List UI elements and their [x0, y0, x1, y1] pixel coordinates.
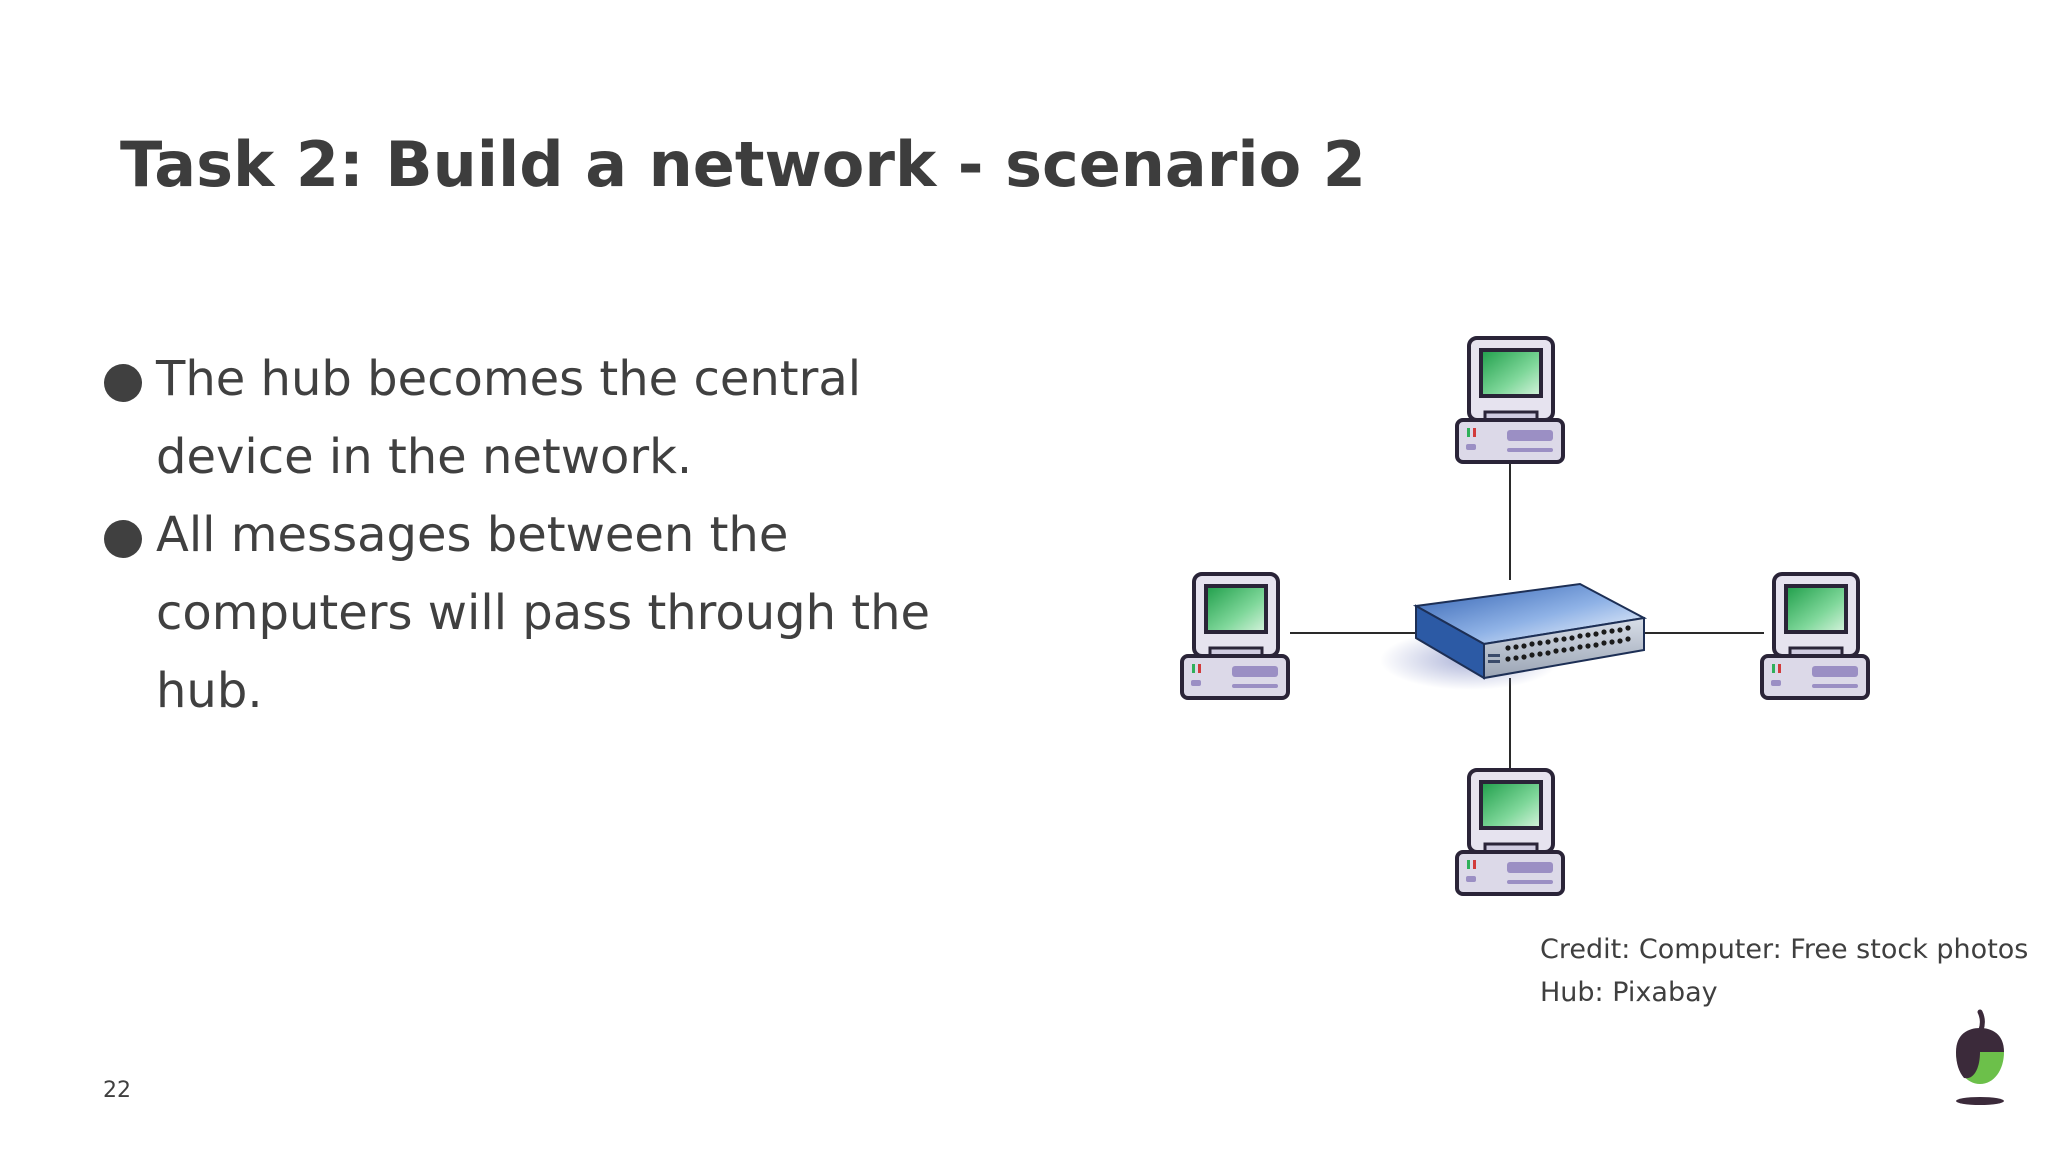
computer-icon-bottom — [1455, 768, 1565, 896]
network-diagram — [1180, 336, 1870, 896]
credit-line-hub: Hub: Pixabay — [1540, 977, 1718, 1008]
bullet-list: The hub becomes the central device in th… — [104, 340, 984, 730]
bullet-icon — [104, 520, 142, 558]
image-credit: Credit: Computer: Free stock photos Hub:… — [1540, 928, 2028, 1014]
bullet-item: The hub becomes the central device in th… — [104, 340, 984, 496]
computer-icon-top — [1455, 336, 1565, 464]
bullet-icon — [104, 364, 142, 402]
page-number: 22 — [103, 1078, 131, 1103]
bullet-text: All messages between the computers will … — [156, 507, 931, 719]
network-hub-icon — [1380, 582, 1648, 690]
computer-icon-left — [1180, 572, 1290, 700]
slide-title: Task 2: Build a network - scenario 2 — [120, 128, 1366, 201]
acorn-logo-icon — [1956, 1009, 2004, 1105]
bullet-text: The hub becomes the central device in th… — [156, 351, 862, 485]
computer-icon-right — [1760, 572, 1870, 700]
credit-line-computer: Credit: Computer: Free stock photos — [1540, 934, 2029, 965]
bullet-item: All messages between the computers will … — [104, 496, 984, 730]
